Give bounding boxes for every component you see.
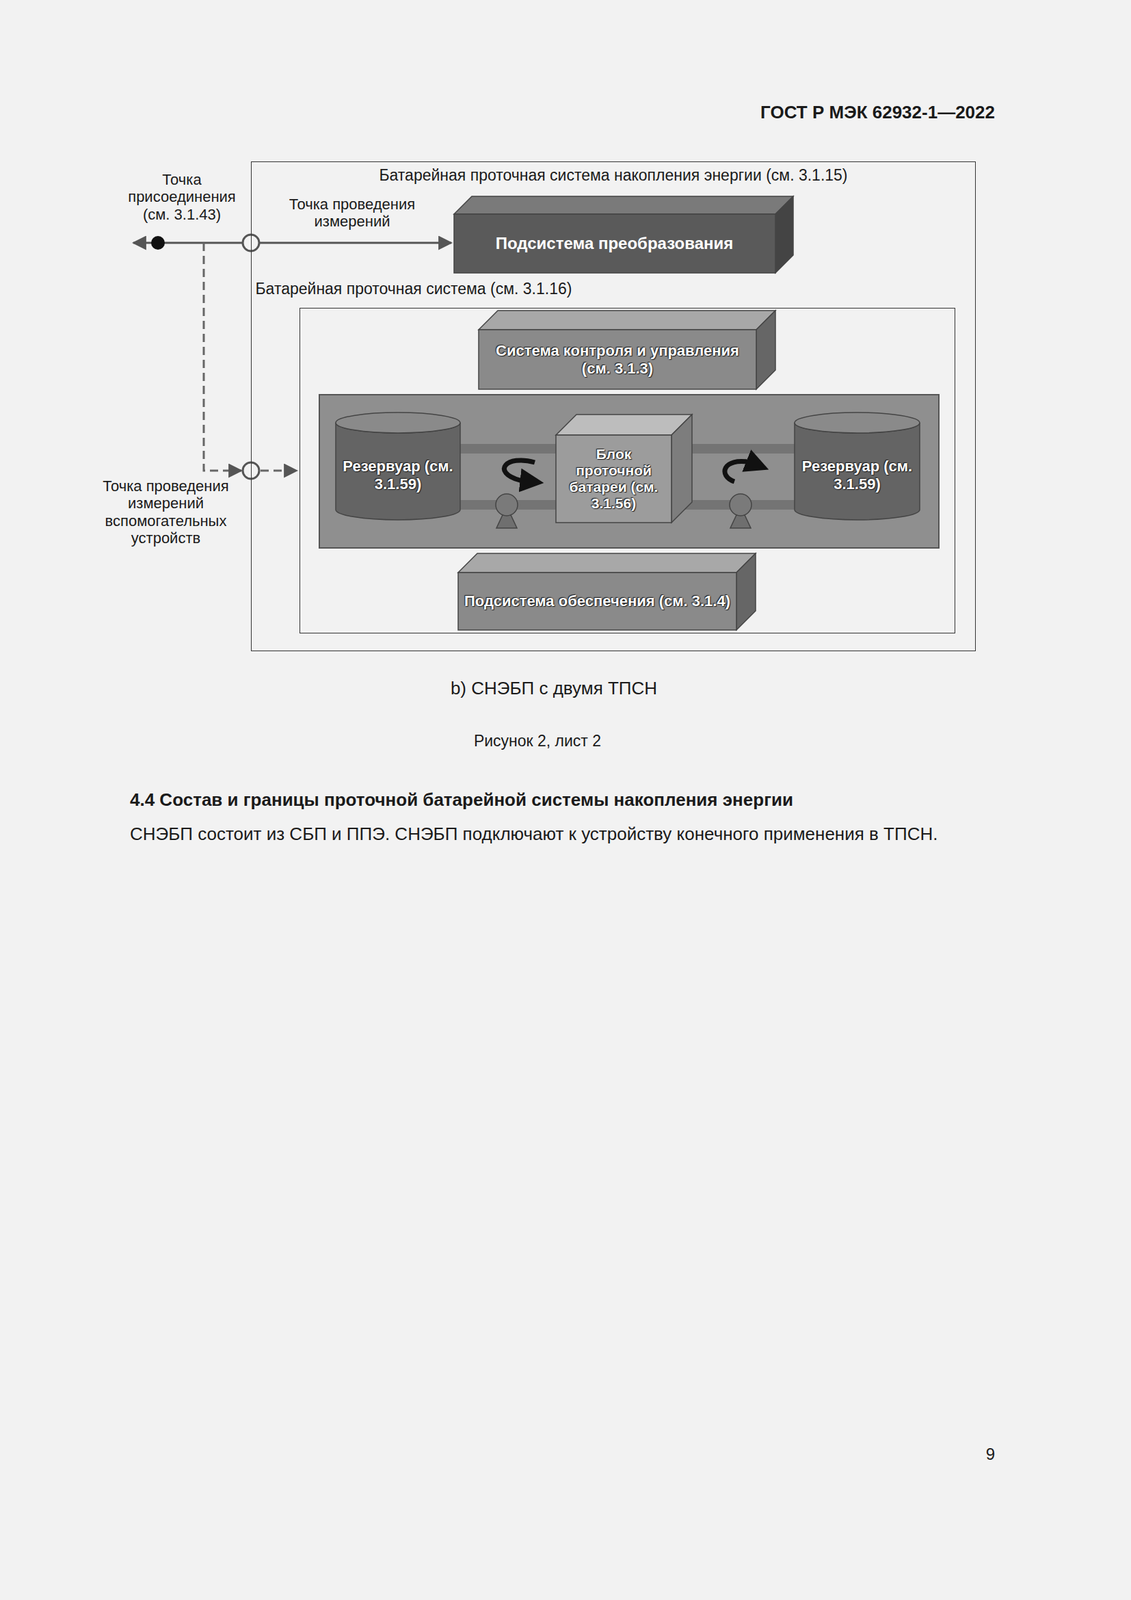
auxiliary-line xyxy=(260,469,297,472)
process-box: Подсистема обеспечения (см. 3.1.4) xyxy=(458,572,737,630)
box-label: Система контроля и управления (см. 3.1.3… xyxy=(478,341,757,377)
box-label: Подсистема преобразования xyxy=(490,233,740,254)
frame-title: Батарейная проточная система (см. 3.1.16… xyxy=(255,279,573,299)
electrolyte-band xyxy=(319,394,939,548)
pipe-connector xyxy=(460,443,556,454)
frame-title: Батарейная проточная система накопления … xyxy=(251,166,976,185)
point-label: Точка проведения измерений xyxy=(273,195,431,231)
box-label: Резервуар (см. 3.1.59) xyxy=(335,439,461,493)
auxiliary-line xyxy=(203,242,242,471)
body-text: СНЭБП состоит из СБП и ППЭ. СНЭБП подклю… xyxy=(129,823,1088,845)
pump-symbol xyxy=(729,493,752,528)
flow-arrow xyxy=(724,461,758,482)
figure-number: Рисунок 2, лист 2 xyxy=(400,731,675,750)
box-label: Блок проточной батареи (см. 3.1.56) xyxy=(555,445,672,513)
system-frame: Батарейная проточная система накопления … xyxy=(250,161,976,651)
reservoir-cylinder: Резервуар (см. 3.1.59) xyxy=(335,412,461,520)
process-box: Подсистема преобразования xyxy=(454,214,776,273)
system-frame: Батарейная проточная система (см. 3.1.16… xyxy=(299,307,956,634)
box-label: Подсистема обеспечения (см. 3.1.4) xyxy=(458,592,736,610)
point-label: Точка проведения измерений вспомогательн… xyxy=(82,477,250,547)
section-heading: 4.4 Состав и границы проточной батарейно… xyxy=(129,789,1088,811)
connection-point xyxy=(151,235,165,250)
power-line xyxy=(259,242,452,245)
box-label: Резервуар (см. 3.1.59) xyxy=(794,439,920,493)
pump-symbol xyxy=(495,493,518,528)
figure-caption: b) СНЭБП с двумя ТПСН xyxy=(382,678,725,699)
page-number: 9 xyxy=(957,1444,995,1464)
process-box: Система контроля и управления (см. 3.1.3… xyxy=(478,329,757,390)
flow-arrow xyxy=(503,460,535,482)
standard-header: ГОСТ Р МЭК 62932-1—2022 xyxy=(683,102,995,124)
reservoir-cylinder: Резервуар (см. 3.1.59) xyxy=(794,412,920,520)
power-line xyxy=(133,242,243,245)
process-box: Блок проточной батареи (см. 3.1.56) xyxy=(555,434,672,523)
point-label: Точка присоединения (см. 3.1.43) xyxy=(120,170,244,223)
